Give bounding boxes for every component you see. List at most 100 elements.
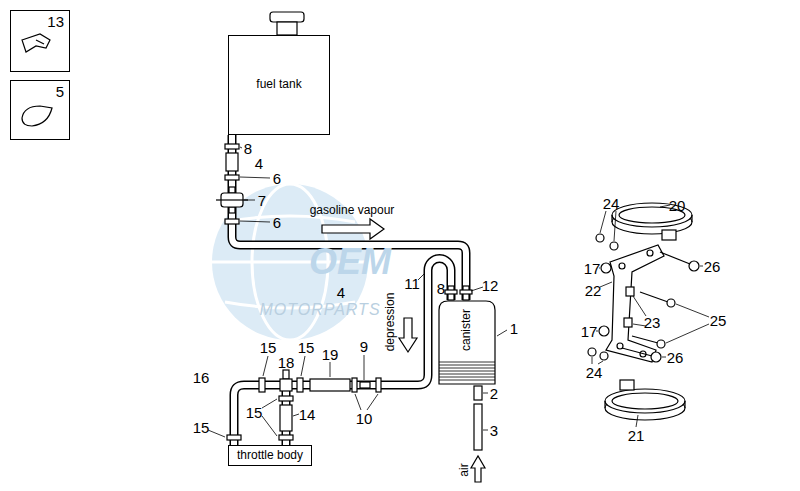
fuel-tank-box: fuel tank — [228, 35, 330, 135]
bolts — [657, 340, 665, 348]
leader-line — [666, 324, 709, 343]
canister-nozzles — [445, 286, 472, 300]
hose-fittings — [280, 379, 292, 391]
leader-line — [367, 394, 378, 410]
leader-line — [262, 416, 277, 436]
leader-line — [636, 415, 638, 427]
leader-line — [700, 266, 703, 267]
bracket-22 — [647, 250, 653, 256]
clamp-21 — [620, 380, 634, 390]
washers-nuts — [601, 263, 611, 273]
washers-nuts — [588, 348, 596, 356]
callout-number: 6 — [273, 215, 281, 230]
flow-arrow — [322, 219, 384, 239]
leader-line — [676, 304, 709, 317]
leader-line — [208, 430, 225, 437]
air-pipe — [474, 386, 482, 400]
hose-fittings — [310, 379, 350, 391]
bracket-22 — [619, 263, 625, 269]
callout-number: 20 — [669, 198, 686, 213]
bolts — [667, 299, 675, 307]
callout-number: 15 — [298, 340, 315, 355]
hose-fittings — [360, 382, 370, 388]
tank-line-parts — [226, 153, 238, 171]
washers-nuts — [596, 234, 604, 242]
tank-line-parts — [216, 144, 248, 224]
bolts — [622, 252, 699, 362]
flow-label: depression — [384, 293, 396, 352]
leader-line — [600, 211, 606, 233]
hose-fittings — [227, 435, 241, 440]
callout-number: 23 — [644, 315, 661, 330]
callout-number: 7 — [258, 193, 266, 208]
callout-number: 15 — [260, 340, 277, 355]
callout-number: 22 — [585, 283, 602, 298]
bolts — [626, 287, 634, 296]
callout-number: 13 — [47, 14, 64, 31]
callout-number: 4 — [337, 285, 345, 300]
clamp-21 — [612, 393, 678, 409]
icon-cap — [22, 106, 52, 126]
tank-line-parts — [229, 207, 235, 213]
canister-nozzles — [445, 290, 457, 294]
callout-number: 2 — [490, 386, 498, 401]
callout-number: 1 — [510, 321, 518, 336]
leader-line — [660, 205, 670, 207]
bolts — [624, 318, 632, 327]
canister-body: canister — [438, 300, 496, 385]
flow-arrow — [399, 318, 417, 352]
part-icon-box: 5 — [10, 80, 70, 140]
leader-line — [600, 282, 612, 287]
hose-fittings — [227, 370, 381, 440]
washers-nuts — [610, 242, 618, 250]
callout-number: 15 — [193, 420, 210, 435]
part-name: throttle body — [237, 449, 303, 462]
hose-fittings — [283, 370, 289, 379]
canister-rib — [439, 377, 495, 378]
tank-line-parts — [225, 175, 239, 180]
callout-number: 4 — [255, 156, 263, 171]
hose-fittings — [259, 378, 265, 392]
icon-clip — [22, 34, 50, 52]
canister-rib — [439, 371, 495, 372]
watermark-text: OEM — [309, 244, 391, 280]
callout-number: 21 — [628, 428, 645, 443]
tank-line-parts — [225, 219, 239, 224]
leader-line — [614, 211, 616, 241]
clamp-21 — [605, 380, 685, 420]
callout-number: 16 — [193, 370, 210, 385]
clamp-20 — [662, 230, 676, 240]
bolts — [632, 336, 658, 343]
hose-fittings — [279, 396, 293, 401]
flow-arrow — [322, 219, 384, 239]
tank-line-parts — [225, 144, 239, 149]
leader-line — [483, 430, 488, 431]
icon-clip — [22, 34, 50, 52]
bracket-22 — [606, 245, 664, 362]
flow-arrow — [399, 318, 417, 352]
clamp-20 — [611, 215, 612, 222]
leader-line — [240, 221, 270, 222]
callout-number: 6 — [273, 171, 281, 186]
leader-line — [592, 357, 593, 364]
part-name: fuel tank — [256, 78, 301, 91]
clamp-21 — [605, 389, 685, 413]
leader-line — [263, 356, 268, 376]
callout-number: 24 — [586, 365, 603, 380]
tank-cap — [277, 22, 297, 35]
leader-line — [330, 362, 331, 377]
canister-rib — [439, 380, 495, 381]
hose-fittings — [279, 435, 293, 440]
bracket-22 — [606, 245, 664, 362]
icon-clip — [36, 40, 44, 44]
leader-line — [471, 287, 483, 291]
callout-number: 3 — [490, 423, 498, 438]
tank-line-parts — [216, 199, 248, 200]
hose-line — [234, 259, 451, 446]
callout-number: 5 — [56, 84, 64, 101]
callout-number: 15 — [246, 405, 263, 420]
hose-line — [234, 259, 451, 446]
callout-number: 19 — [322, 347, 339, 362]
callout-number: 17 — [584, 261, 601, 276]
leader-line — [633, 296, 646, 316]
